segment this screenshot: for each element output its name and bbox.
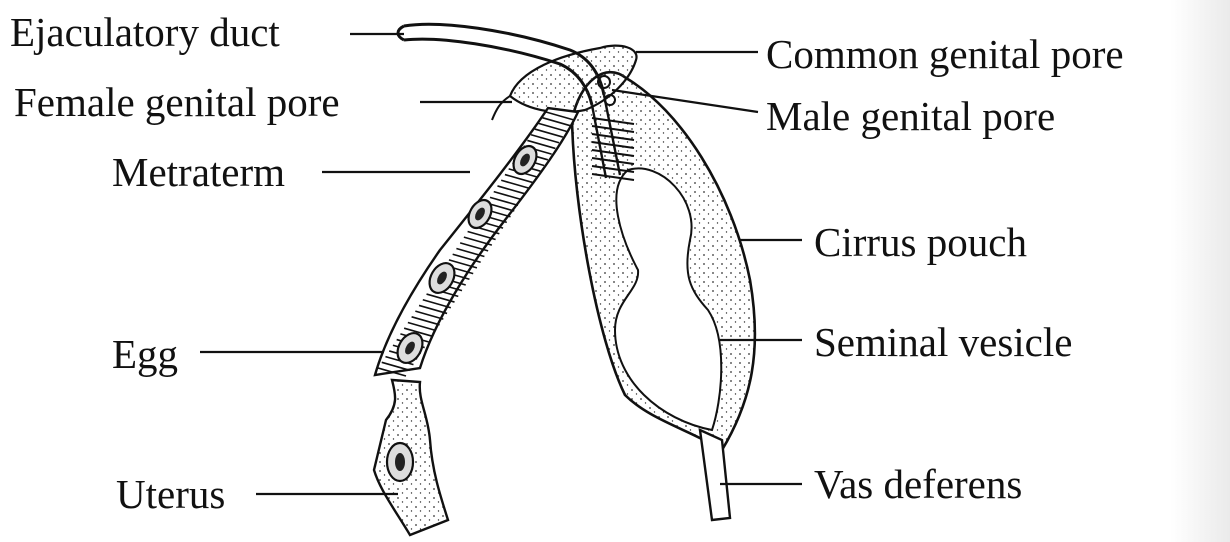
label-ejaculatory-duct: Ejaculatory duct <box>10 12 280 53</box>
label-female-genital-pore: Female genital pore <box>14 82 340 123</box>
label-vas-deferens: Vas deferens <box>814 464 1022 505</box>
uterus <box>374 380 448 535</box>
label-male-genital-pore: Male genital pore <box>766 96 1055 137</box>
label-common-genital-pore: Common genital pore <box>766 34 1124 75</box>
label-seminal-vesicle: Seminal vesicle <box>814 322 1072 363</box>
label-cirrus-pouch: Cirrus pouch <box>814 222 1027 263</box>
label-egg: Egg <box>112 334 178 375</box>
label-metraterm: Metraterm <box>112 152 285 193</box>
label-uterus: Uterus <box>116 474 225 515</box>
